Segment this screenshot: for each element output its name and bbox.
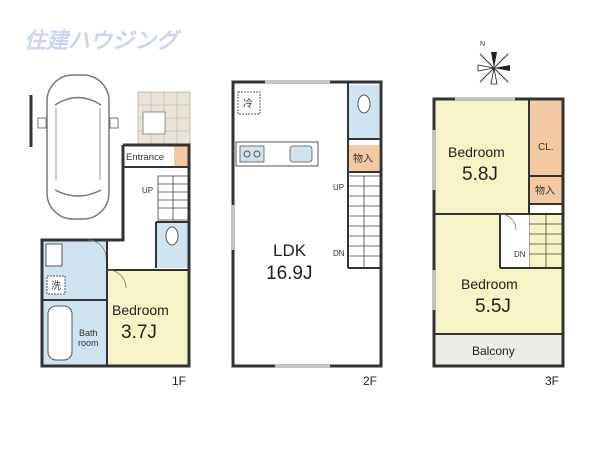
washbasin [45,243,63,267]
ldk-size: 16.9J [266,263,312,284]
fridge-label: 冷 [243,97,253,110]
compass-north-label: N [480,41,485,48]
storage-3f-label: 物入 [535,184,555,197]
car-icon [37,74,119,220]
washer-label: 洗 [51,280,61,292]
bedroom-3f-b-size: 5.5J [475,296,511,317]
storage-2f [349,145,379,172]
toilet-1f-bowl [165,226,179,246]
walls-1f [40,143,191,368]
sink-icon [289,145,313,163]
closet-label: CL. [538,142,554,153]
balcony-label: Balcony [472,344,515,358]
floor-3-label: 3F [545,374,559,388]
up-label-1f: UP [142,186,153,195]
bedroom-3f-a-size: 5.8J [462,164,498,185]
stove-icon [239,145,265,163]
bathtub [47,305,73,361]
dn-label-2f: DN [333,249,345,258]
washer-box [46,275,66,295]
bedroom-1f-size: 3.7J [121,322,157,343]
bath-label-2: room [78,338,99,348]
bedroom-3f-a [434,99,529,214]
storage-2f-label: 物入 [353,152,373,165]
shoe-closet [174,145,189,167]
up-label-2f: UP [333,183,344,192]
stairs-1f [157,175,189,221]
balcony [434,334,563,366]
entrance [123,145,189,167]
fridge-box [237,91,261,115]
windows-2f [231,80,330,368]
bedroom-3f-b-name: Bedroom [461,276,518,292]
floor-2-label: 2F [363,374,377,388]
windows-3f [432,97,515,310]
bedroom-1f-name: Bedroom [112,302,169,318]
floor-2: 冷 物入 UP DN LDK 16.9J 2F [231,80,383,388]
compass-rose-icon [477,52,510,85]
bedroom-1f [107,270,189,366]
stairs-2f [347,175,381,269]
toilet-2f-bowl [357,94,371,114]
entrance-label: Entrance [126,152,164,163]
storage-3f [529,176,563,204]
dn-label-3f: DN [514,250,526,259]
closet-3f [529,99,563,176]
ldk-name: LDK [273,241,307,260]
floor-3: Bedroom 5.8J CL. 物入 DN Bedroom 5.5J Balc… [432,97,565,388]
bedroom-3f-a-name: Bedroom [448,144,505,160]
floor-1-label: 1F [172,374,186,388]
hall-3f [500,214,529,268]
bedroom-3f-b-nook [434,214,500,234]
floor-1: Entrance UP 洗 Bath room Bedroom 3.7J 1F [29,74,191,388]
porch-tiles [137,91,191,145]
bath-label-1: Bath [79,328,98,338]
company-logo: 住建ハウジング [24,28,182,53]
